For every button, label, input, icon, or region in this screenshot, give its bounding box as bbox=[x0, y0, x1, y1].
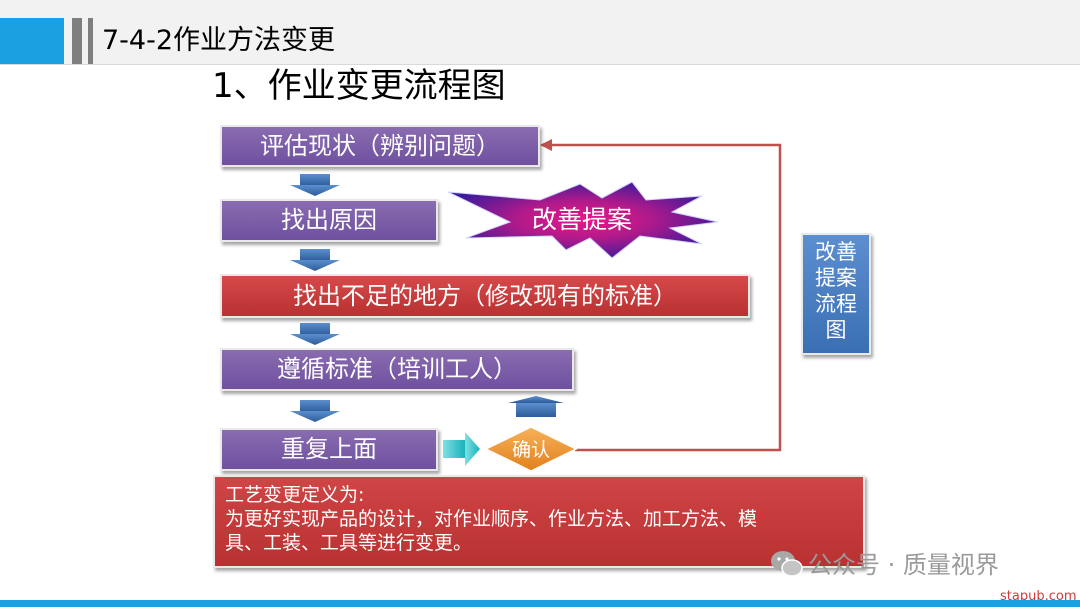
wechat-logo-icon bbox=[771, 551, 803, 577]
up-arrow-icon bbox=[508, 396, 564, 417]
section-title: 7-4-2作业方法变更 bbox=[102, 25, 336, 56]
footer-bar bbox=[0, 600, 1080, 607]
loop-back-arrowhead bbox=[540, 139, 552, 151]
side-label-line: 图 bbox=[825, 318, 847, 342]
header-bar bbox=[0, 0, 1080, 64]
step-follow-standard: 遵循标准（培训工人） bbox=[220, 348, 574, 391]
header-divider-thin bbox=[88, 18, 93, 64]
loop-back-connector bbox=[548, 143, 782, 452]
right-arrow-icon bbox=[443, 432, 480, 466]
side-label-line: 流程 bbox=[815, 292, 857, 316]
definition-line: 工艺变更定义为: bbox=[225, 484, 365, 506]
header-divider-thick bbox=[72, 18, 82, 64]
header-underline bbox=[0, 64, 1080, 65]
down-arrow-icon bbox=[290, 323, 340, 345]
step-repeat: 重复上面 bbox=[220, 428, 438, 471]
step-find-cause: 找出原因 bbox=[220, 199, 438, 242]
step-find-shortfall: 找出不足的地方（修改现有的标准） bbox=[220, 274, 750, 318]
decision-label: 确认 bbox=[512, 439, 550, 461]
down-arrow-icon bbox=[290, 174, 340, 196]
down-arrow-icon bbox=[290, 400, 340, 422]
definition-box: 工艺变更定义为: 为更好实现产品的设计，对作业顺序、作业方法、加工方法、模 具、… bbox=[213, 475, 865, 568]
watermark-account-text: 公众号 · 质量视界 bbox=[808, 551, 999, 579]
header-accent-block bbox=[0, 18, 64, 64]
page-title: 1、作业变更流程图 bbox=[212, 66, 506, 106]
side-label-box: 改善 提案 流程 图 bbox=[801, 233, 871, 355]
definition-line: 为更好实现产品的设计，对作业顺序、作业方法、加工方法、模 bbox=[225, 508, 758, 530]
burst-label: 改善提案 bbox=[532, 205, 632, 234]
decision-diamond: 确认 bbox=[484, 426, 578, 472]
improvement-proposal-burst: 改善提案 bbox=[447, 181, 719, 259]
side-label-line: 提案 bbox=[815, 266, 857, 290]
side-label-line: 改善 bbox=[815, 240, 857, 264]
definition-line: 具、工装、工具等进行变更。 bbox=[225, 532, 473, 554]
step-assess-status: 评估现状（辨别问题） bbox=[220, 125, 540, 167]
down-arrow-icon bbox=[290, 249, 340, 271]
